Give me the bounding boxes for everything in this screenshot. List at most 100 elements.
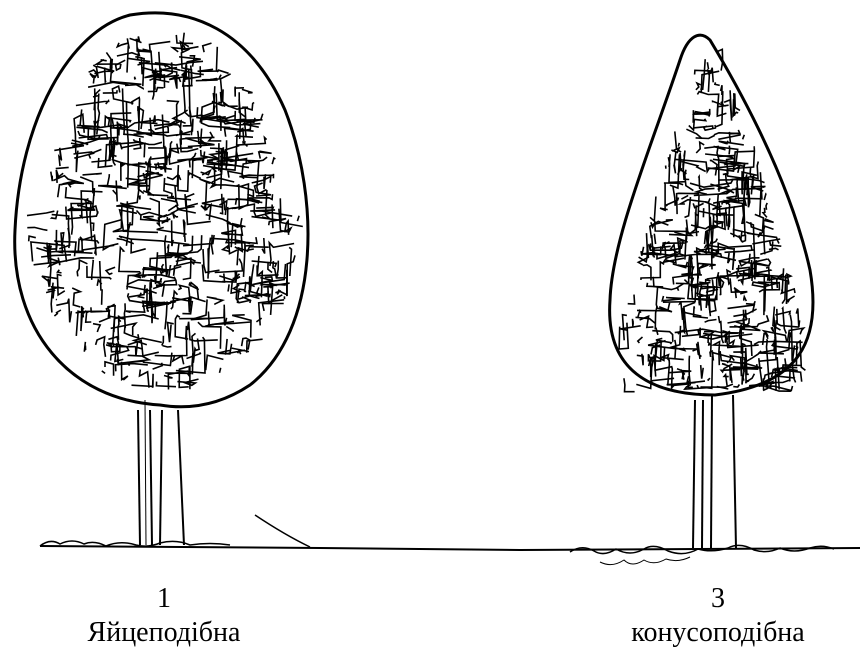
branch-stroke [737,179,739,203]
branch-stroke [724,375,729,386]
branch-stroke [131,239,146,253]
branch-stroke [683,151,685,171]
branch-stroke [764,226,774,229]
branch-stroke [162,336,164,346]
branch-stroke [675,340,676,359]
branch-stroke [693,126,713,129]
branch-stroke [163,346,172,347]
branch-stroke [121,163,146,181]
branch-stroke [747,177,750,207]
branch-stroke [678,143,679,147]
branch-stroke [714,130,740,135]
branch-stroke [128,280,162,285]
branch-stroke [51,172,53,182]
branch-stroke [242,338,250,350]
branch-stroke [173,214,178,218]
branch-stroke [83,173,102,175]
branch-stroke [672,326,685,351]
branch-stroke [733,385,739,388]
figure-number: 3 [568,582,867,616]
tree-conical [610,35,813,548]
branch-stroke [637,354,643,366]
branch-stroke [202,75,221,80]
branch-stroke [150,42,171,53]
branch-stroke [165,301,167,329]
branch-stroke [63,245,114,253]
branch-stroke [116,60,126,70]
branch-stroke [708,69,710,92]
tree-ovoid [15,13,308,545]
branch-stroke [664,183,683,185]
branch-stroke [58,270,62,273]
crown-shape-label: конусоподібна [568,616,867,650]
branch-stroke [218,344,232,354]
branch-stroke [264,174,266,189]
branch-stroke [708,378,710,380]
branch-stroke [764,194,766,201]
branch-stroke [113,181,118,202]
branch-stroke [242,130,243,131]
branch-stroke [741,358,742,377]
branch-stroke [84,342,85,352]
branch-stroke [638,311,641,317]
branch-stroke [116,364,148,372]
branch-stroke [107,174,121,186]
branch-stroke [193,339,199,363]
branch-stroke [212,235,214,255]
tree-conical-trunk [693,395,736,548]
branch-stroke [133,139,162,144]
branch-stroke [153,285,164,297]
branch-stroke [209,132,222,141]
branch-stroke [80,109,82,125]
branch-stroke [117,43,127,47]
branch-stroke [175,78,181,88]
branch-stroke [633,319,634,327]
branch-stroke [103,90,117,93]
branch-stroke [725,250,755,252]
branch-stroke [726,207,727,226]
branch-stroke [203,43,212,52]
branch-stroke [297,216,299,221]
branch-stroke [86,311,92,322]
branch-stroke [680,198,710,204]
branch-stroke [101,60,107,61]
branch-stroke [178,170,188,191]
branch-stroke [671,148,679,153]
branch-stroke [730,233,745,242]
branch-stroke [698,177,703,191]
branch-stroke [719,141,744,145]
branch-stroke [156,382,176,387]
branch-stroke [228,284,229,291]
branch-stroke [177,379,198,385]
branch-stroke [168,323,174,343]
branch-stroke [218,92,221,103]
branch-stroke [707,62,708,69]
branch-stroke [759,358,762,384]
branch-stroke [672,376,688,387]
branch-stroke [221,74,231,101]
tree-ovoid-trunk [138,400,184,545]
branch-stroke [56,230,57,251]
branch-stroke [734,93,735,116]
branch-stroke [203,249,220,272]
branch-stroke [647,283,663,287]
branch-stroke [275,290,279,295]
branch-stroke [628,295,635,304]
branch-stroke [201,171,211,175]
branch-stroke [245,237,257,251]
branch-stroke [771,327,774,332]
branch-stroke [710,68,713,83]
branch-stroke [701,365,704,379]
branch-stroke [127,102,129,188]
caption-figure-3: 3 конусоподібна [568,582,867,650]
branch-stroke [183,220,185,242]
branch-stroke [699,264,707,269]
branch-stroke [59,148,62,166]
crown-shape-label: Яйцеподібна [14,616,314,650]
branch-stroke [715,82,720,85]
branch-stroke [226,327,233,332]
branch-stroke [662,296,685,301]
branch-stroke [729,214,730,227]
branch-stroke [242,89,253,93]
branch-stroke [262,238,265,254]
